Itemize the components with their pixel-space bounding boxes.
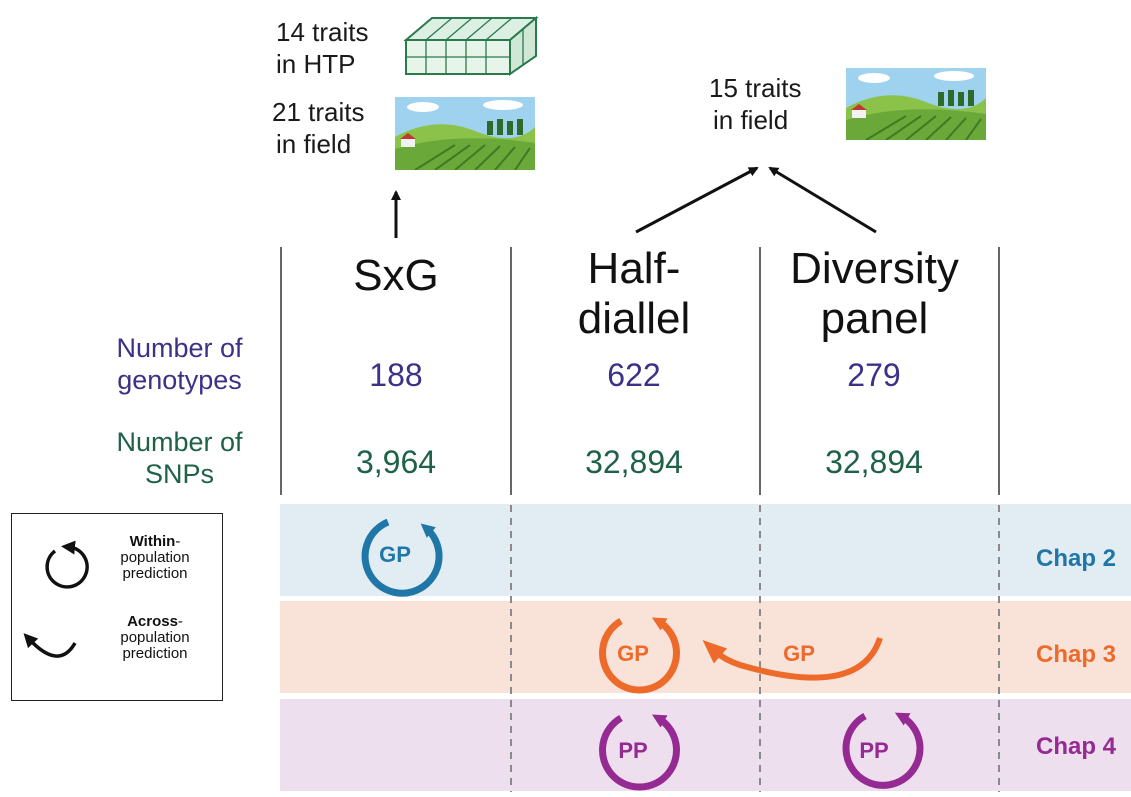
halfdiallel-to-field-arrow: [635, 166, 759, 234]
gp-halfdiallel-text: GP: [617, 641, 649, 666]
gp-across-text: GP: [783, 641, 815, 666]
field-landscape-icon-1: [395, 97, 535, 170]
legend-within-dash: -: [175, 533, 181, 550]
genotypes-sxg: 188: [369, 357, 423, 393]
population-diversity: Diversity panel: [762, 244, 987, 344]
population-halfdiallel-line2: diallel: [577, 294, 691, 343]
genotypes-halfdiallel: 622: [607, 357, 661, 393]
legend-within-bold: Within: [129, 533, 176, 550]
field2-traits-label: 15 traits in field: [709, 72, 802, 136]
population-diversity-line1: Diversity: [790, 244, 959, 293]
row-label-genotypes-line2: genotypes: [117, 365, 242, 395]
legend-across-line2: population: [120, 629, 190, 646]
chap2-label: Chap 2: [1036, 545, 1117, 572]
legend-icons: [23, 540, 89, 658]
field-traits-count: 21 traits: [272, 97, 365, 127]
field-traits-label: 21 traits in field: [272, 96, 365, 160]
gp-across-arrow: GP: [702, 637, 883, 681]
legend-across-bold: Across: [127, 613, 178, 630]
population-sxg: SxG: [353, 251, 439, 300]
row-label-genotypes-line1: Number of: [116, 333, 243, 363]
legend-across-line1: Across-: [100, 614, 210, 630]
field2-traits-count: 15 traits: [709, 73, 802, 103]
pp-diversity-icon: PP: [842, 712, 924, 789]
legend-across: Across- population prediction: [100, 614, 210, 662]
pp-halfdiallel-text: PP: [618, 738, 647, 763]
field2-traits-location: in field: [713, 105, 789, 135]
trait-arrows: [391, 166, 877, 238]
pp-halfdiallel-icon: PP: [599, 714, 680, 791]
field-traits-location: in field: [276, 129, 352, 159]
legend-within-line2: population: [120, 549, 190, 566]
pp-diversity-text: PP: [859, 738, 888, 763]
legend-box: [11, 513, 223, 701]
chap3-label: Chap 3: [1036, 641, 1117, 668]
row-label-snps-line1: Number of: [116, 427, 243, 457]
legend-across-dash: -: [177, 613, 183, 630]
legend-within: Within- population prediction: [100, 534, 210, 582]
legend-within-line3: prediction: [122, 565, 188, 582]
population-halfdiallel: Half- diallel: [524, 244, 744, 344]
legend-within-line1: Within-: [100, 534, 210, 550]
htp-traits-count: 14 traits: [276, 17, 369, 47]
htp-traits-label: 14 traits in HTP: [276, 16, 369, 80]
row-label-snps-line2: SNPs: [144, 459, 215, 489]
population-diversity-line2: panel: [820, 294, 929, 343]
population-halfdiallel-line1: Half-: [587, 244, 681, 293]
gp-within-sxg-icon: GP: [361, 518, 443, 597]
chap4-band: [280, 699, 1131, 791]
snps-diversity: 32,894: [825, 444, 923, 480]
legend-across-line3: prediction: [122, 645, 188, 662]
diversity-to-field-arrow: [768, 166, 877, 234]
gp-halfdiallel-icon: GP: [599, 617, 680, 694]
across-legend-icon: [23, 633, 77, 658]
row-label-genotypes: Number of genotypes: [92, 332, 267, 396]
field-landscape-icon-2: [846, 68, 986, 140]
within-legend-icon: [45, 540, 89, 589]
chap2-band: [280, 504, 1131, 596]
snps-sxg: 3,964: [355, 444, 437, 480]
gp-within-sxg-text: GP: [379, 542, 411, 567]
htp-traits-location: in HTP: [276, 49, 356, 79]
chap4-label: Chap 4: [1036, 733, 1117, 760]
snps-halfdiallel: 32,894: [585, 444, 683, 480]
row-label-snps: Number of SNPs: [92, 426, 267, 490]
greenhouse-icon: [403, 15, 539, 76]
genotypes-diversity: 279: [847, 357, 901, 393]
